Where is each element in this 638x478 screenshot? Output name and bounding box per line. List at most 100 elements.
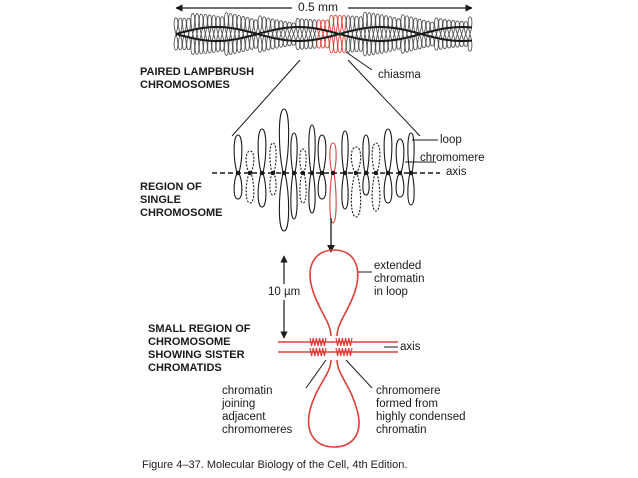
paired-loop-upper	[190, 13, 196, 35]
paired-loop-lower	[245, 33, 250, 51]
chromosome-loop	[257, 128, 267, 174]
paired-loop-lower	[459, 33, 464, 48]
region-label-line2: SINGLE	[140, 194, 181, 206]
paired-loop-lower	[312, 33, 317, 49]
extended-loop-lower	[307, 359, 360, 448]
paired-loop-lower	[274, 33, 280, 49]
chromosome-loop	[341, 130, 349, 174]
paired-loop-lower	[207, 33, 212, 54]
chromomere-coil	[309, 337, 327, 347]
paired-loop-lower	[366, 33, 372, 56]
paired-loop-upper	[429, 21, 435, 35]
paired-loop-upper	[459, 20, 464, 35]
paired-loop-upper	[219, 16, 225, 35]
paired-loop-upper	[198, 13, 204, 35]
paired-loop-upper	[249, 18, 254, 35]
loop-label: loop	[440, 134, 462, 146]
paired-loop-lower	[404, 33, 410, 53]
paired-loop-upper	[425, 20, 431, 35]
paired-loop-lower	[324, 33, 330, 49]
paired-loop-lower	[270, 33, 275, 50]
paired-loop-lower	[236, 33, 242, 54]
chromomere-label: chromomere	[420, 152, 485, 164]
paired-loop-lower	[215, 33, 221, 53]
chromosome-loop	[329, 172, 337, 224]
paired-loop-lower	[362, 33, 368, 57]
paired-loop-upper	[371, 12, 376, 35]
paired-loop-upper	[413, 17, 418, 35]
paired-loop-upper	[404, 15, 410, 35]
chromosome-loop	[245, 172, 255, 204]
paired-loop-upper	[362, 11, 368, 35]
paired-loop-lower	[253, 33, 259, 49]
paired-loop-upper	[194, 13, 200, 35]
paired-loop-upper	[358, 16, 364, 35]
paired-loop-upper	[257, 15, 263, 35]
paired-loop-lower	[203, 33, 208, 55]
small-region-line1: SMALL REGION OF	[148, 323, 251, 335]
paired-loop-upper	[400, 14, 406, 35]
paired-loop-lower	[345, 33, 351, 53]
chromomere-dot	[247, 170, 253, 176]
paired-loop-lower	[337, 33, 343, 54]
paired-label-line1: PAIRED LAMPBRUSH	[140, 66, 255, 78]
extended-loop-upper	[309, 249, 359, 337]
paired-loop-lower	[329, 33, 334, 54]
paired-loop-upper	[463, 21, 469, 35]
paired-loop-upper	[324, 19, 330, 35]
paired-loop-lower	[429, 33, 435, 47]
paired-loop-upper	[438, 18, 443, 35]
joining-line2: joining	[222, 398, 256, 410]
paired-loop-lower	[261, 33, 267, 52]
paired-loop-upper	[182, 17, 187, 35]
chromosome-loop	[395, 138, 405, 174]
paired-loop-lower	[354, 33, 359, 53]
paired-loop-lower	[341, 33, 347, 53]
chromomere-dot	[319, 170, 325, 176]
paired-loop-upper	[240, 15, 246, 35]
paired-loop-lower	[194, 33, 200, 55]
chromosome-loop	[383, 172, 393, 204]
paired-loop-lower	[257, 33, 263, 53]
paired-loop-lower	[190, 33, 196, 55]
paired-loop-upper	[396, 18, 401, 35]
chromomere-coil	[335, 347, 353, 357]
paired-loop-upper	[337, 14, 343, 35]
chromosome-loop	[341, 172, 349, 210]
paired-loop-upper	[232, 13, 238, 35]
paired-chromosomes	[173, 11, 473, 57]
formed-line3: highly condensed	[376, 411, 466, 423]
paired-loop-upper	[266, 17, 271, 35]
projection-line-right	[347, 59, 421, 137]
paired-loop-upper	[467, 16, 473, 35]
paired-loop-upper	[274, 19, 280, 35]
small-region-line3: SHOWING SISTER	[148, 349, 245, 361]
paired-loop-lower	[224, 33, 229, 56]
paired-loop-lower	[396, 33, 401, 50]
paired-loop-lower	[467, 33, 473, 52]
paired-loop-lower	[316, 33, 322, 49]
chromosome-loop	[233, 134, 243, 174]
chromosome-loop	[371, 142, 381, 174]
paired-loop-upper	[173, 17, 179, 35]
paired-loop-upper	[329, 14, 334, 35]
joining-leader	[305, 359, 327, 389]
chromosome-loop	[308, 124, 316, 174]
paired-loop-lower	[186, 33, 191, 51]
paired-loop-lower	[438, 33, 443, 50]
paired-loop-upper	[434, 17, 439, 35]
chromosome-loop	[290, 132, 298, 174]
paired-loop-upper	[341, 15, 347, 35]
paired-loop-upper	[253, 19, 259, 35]
chromosome-loop	[362, 134, 370, 174]
chromosome-loop	[245, 150, 255, 174]
chromosome-loop	[278, 172, 290, 232]
paired-loop-upper	[207, 14, 212, 35]
paired-loop-lower	[400, 33, 406, 54]
chromosome-loop	[233, 172, 243, 200]
chromosome-loop	[329, 142, 337, 174]
paired-loop-lower	[333, 33, 338, 54]
region-label-line1: REGION OF	[140, 181, 202, 193]
